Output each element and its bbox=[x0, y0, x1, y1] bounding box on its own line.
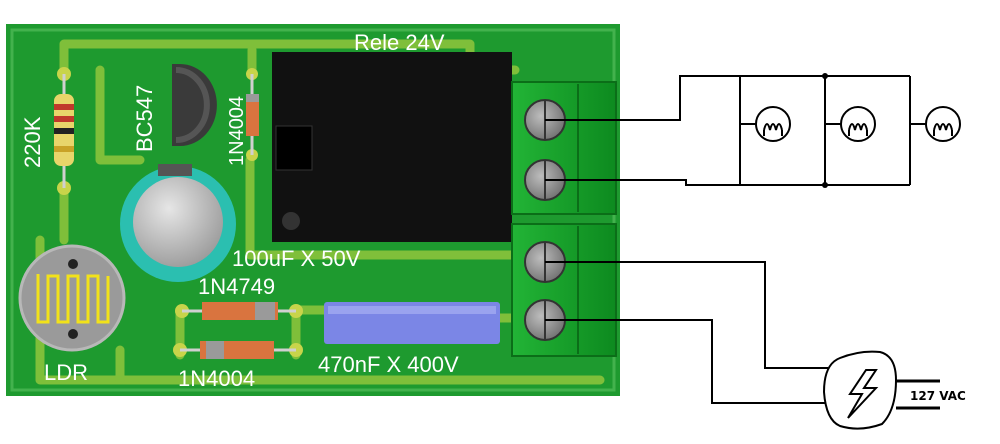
electrolytic-cap-stripe bbox=[158, 164, 192, 176]
zener-label: 1N4749 bbox=[198, 274, 275, 299]
terminal-block-bottom bbox=[511, 223, 617, 357]
electrolytic-cap-label: 100uF X 50V bbox=[232, 246, 361, 271]
resistor-band-3 bbox=[54, 128, 74, 134]
resistor-label: 220K bbox=[20, 116, 45, 168]
junction-dot-top bbox=[822, 73, 828, 79]
ldr-pad-top bbox=[68, 259, 78, 269]
ldr-label: LDR bbox=[44, 360, 88, 385]
electrolytic-cap-top bbox=[133, 177, 223, 267]
film-cap-label: 470nF X 400V bbox=[318, 352, 459, 377]
transistor-label: BC547 bbox=[132, 85, 157, 152]
relay-notch bbox=[275, 125, 313, 171]
lamp-wiring bbox=[545, 75, 926, 186]
transistor-body bbox=[172, 64, 217, 146]
diode-bottom-band bbox=[206, 341, 224, 359]
power-plug-icon bbox=[822, 350, 940, 430]
film-cap-highlight bbox=[328, 306, 496, 314]
resistor-band-1 bbox=[54, 104, 74, 110]
lamp-icon bbox=[925, 106, 961, 142]
lamp-icon bbox=[755, 106, 791, 142]
mains-wiring bbox=[545, 261, 828, 404]
diode-top-label: 1N4004 bbox=[226, 96, 248, 166]
transistor-shade bbox=[175, 67, 210, 143]
diode-top-body bbox=[246, 94, 259, 136]
ldr-pad-bottom bbox=[68, 329, 78, 339]
relay-label: Rele 24V bbox=[354, 30, 445, 55]
zener-band bbox=[255, 302, 275, 320]
lamp-icon bbox=[840, 106, 876, 142]
diode-top-band bbox=[246, 94, 259, 102]
lightning-bolt-icon bbox=[847, 369, 879, 419]
junction-dot-bottom bbox=[822, 182, 828, 188]
ldr-body bbox=[18, 244, 126, 352]
diode-bottom-label: 1N4004 bbox=[178, 366, 255, 391]
relay-pin-dot bbox=[282, 212, 300, 230]
resistor-band-2 bbox=[54, 116, 74, 122]
resistor-band-4 bbox=[54, 146, 74, 152]
ldr-track bbox=[36, 274, 110, 324]
terminal-block-top bbox=[511, 81, 617, 215]
mains-label: 127 VAC bbox=[910, 389, 966, 403]
